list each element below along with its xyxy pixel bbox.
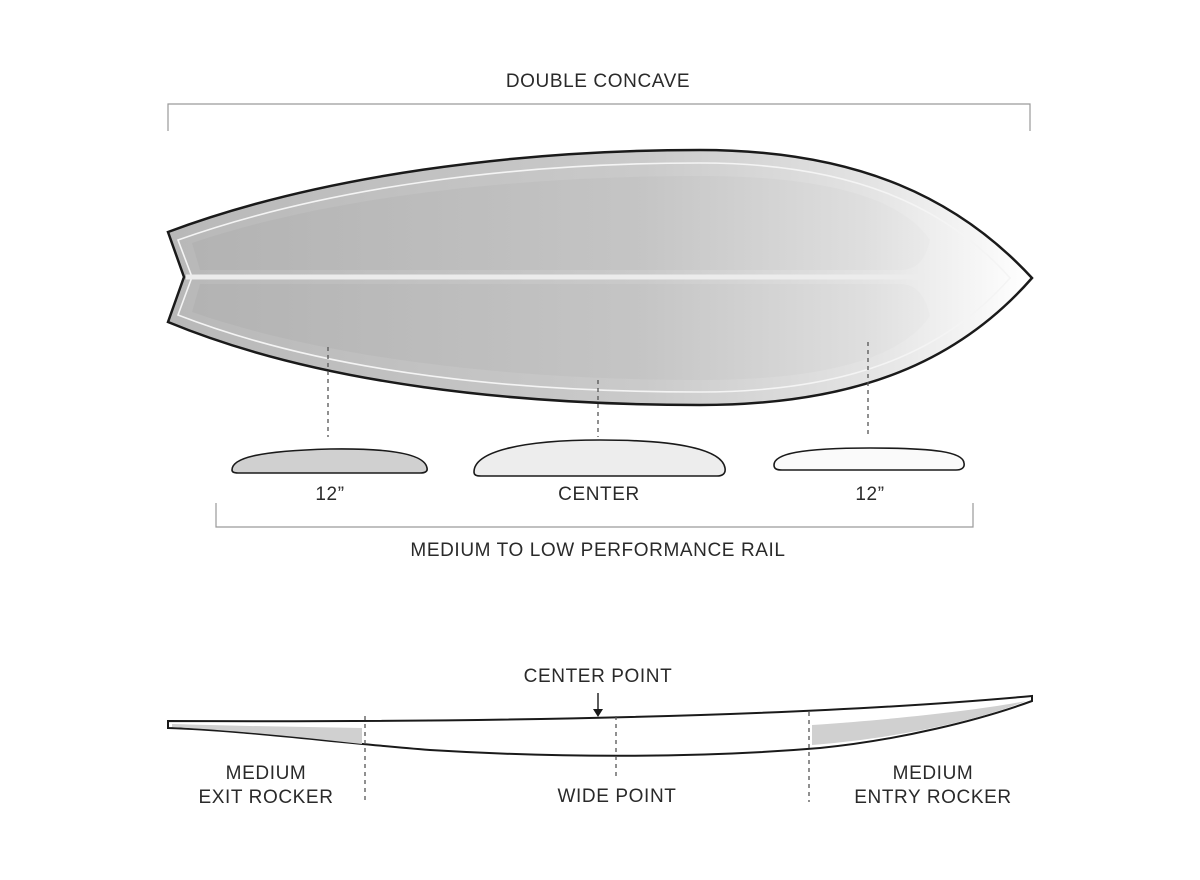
surfboard-bottom-view [166, 148, 1034, 407]
rail-profiles [231, 439, 965, 477]
rail-guide-lines [327, 342, 869, 437]
performance-rail-label: MEDIUM TO LOW PERFORMANCE RAIL [410, 540, 786, 561]
center-point-label: CENTER POINT [523, 666, 673, 687]
rail-profile-center [473, 439, 726, 477]
rocker-profile [167, 694, 1033, 757]
rail-center-label: CENTER [558, 484, 640, 505]
exit-rocker-label: MEDIUM EXIT ROCKER [198, 762, 333, 810]
entry-rocker-line1: MEDIUM [892, 763, 974, 784]
entry-rocker-shade [812, 701, 1026, 745]
rail-profile-right [773, 447, 965, 471]
rail-bracket [215, 503, 974, 528]
entry-rocker-line2: ENTRY ROCKER [854, 787, 1012, 808]
double-concave-bracket [167, 103, 1031, 131]
wide-point-label: WIDE POINT [557, 786, 677, 807]
rail-right-label: 12” [855, 484, 885, 505]
exit-rocker-line2: EXIT ROCKER [198, 787, 334, 808]
center-point-arrow [593, 693, 603, 717]
double-concave-label: DOUBLE CONCAVE [505, 71, 691, 92]
concave-channel-upper [192, 176, 930, 270]
exit-rocker-line1: MEDIUM [225, 763, 307, 784]
rail-left-label: 12” [315, 484, 345, 505]
exit-rocker-shade [172, 724, 362, 744]
concave-channel-lower [192, 284, 930, 380]
entry-rocker-label: MEDIUM ENTRY ROCKER [854, 762, 1011, 810]
rocker-guide-lines [364, 712, 810, 802]
board-inner-rail-line [176, 162, 1012, 393]
rail-profile-left [231, 448, 428, 474]
